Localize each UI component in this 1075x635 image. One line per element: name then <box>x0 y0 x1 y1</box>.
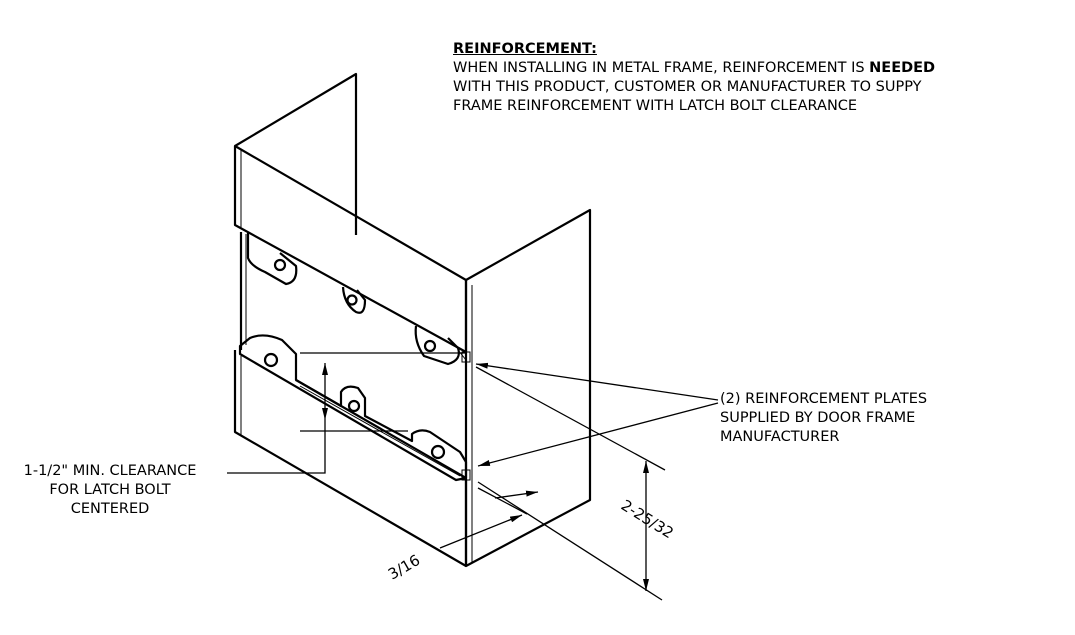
clearance-callout-line-2: FOR LATCH BOLT <box>49 482 171 498</box>
lower-plate-hole-2 <box>347 399 361 413</box>
upper-plate-hole-3 <box>423 339 437 353</box>
corner-notches <box>461 351 471 481</box>
top-band <box>233 144 468 354</box>
lower-plate-hole-1 <box>263 352 279 368</box>
upper-plate-tabs <box>246 233 467 366</box>
upper-plate-hole-2 <box>346 294 358 306</box>
bottom-band <box>233 350 468 567</box>
upper-plate-hole-1 <box>273 258 287 272</box>
note-line-1-text: WHEN INSTALLING IN METAL FRAME, REINFORC… <box>453 60 870 76</box>
right-face <box>464 208 592 568</box>
plates-callout-line-3: MANUFACTURER <box>720 429 840 445</box>
note-line-2: WITH THIS PRODUCT, CUSTOMER OR MANUFACTU… <box>453 79 922 95</box>
clearance-dimension <box>227 352 466 474</box>
plates-callout: (2) REINFORCEMENT PLATES SUPPLIED BY DOO… <box>720 390 927 447</box>
lower-plate <box>238 334 468 482</box>
plates-leaders <box>475 362 719 467</box>
back-flange <box>234 72 358 235</box>
left-wall <box>239 232 247 350</box>
depth-dimension-label: 2-25/32 <box>618 496 677 542</box>
note-emphasis: NEEDED <box>869 60 936 76</box>
thickness-dimension-label: 3/16 <box>385 551 423 583</box>
clearance-callout-line-1: 1-1/2" MIN. CLEARANCE <box>23 463 197 479</box>
lower-plate-hole-3 <box>430 444 446 460</box>
thickness-dimension: 3/16 <box>385 487 539 583</box>
note-line-3: FRAME REINFORCEMENT WITH LATCH BOLT CLEA… <box>453 98 858 114</box>
depth-dimension: 2-25/32 <box>475 366 677 601</box>
reinforcement-note: REINFORCEMENT: WHEN INSTALLING IN METAL … <box>453 40 1068 116</box>
note-title: REINFORCEMENT: <box>453 41 597 57</box>
clearance-callout-line-3: CENTERED <box>70 501 150 517</box>
note-line-1: WHEN INSTALLING IN METAL FRAME, REINFORC… <box>453 59 1068 78</box>
plates-callout-line-2: SUPPLIED BY DOOR FRAME <box>720 410 916 426</box>
clearance-callout: 1-1/2" MIN. CLEARANCE FOR LATCH BOLT CEN… <box>0 462 220 519</box>
plates-callout-line-1: (2) REINFORCEMENT PLATES <box>720 391 928 407</box>
